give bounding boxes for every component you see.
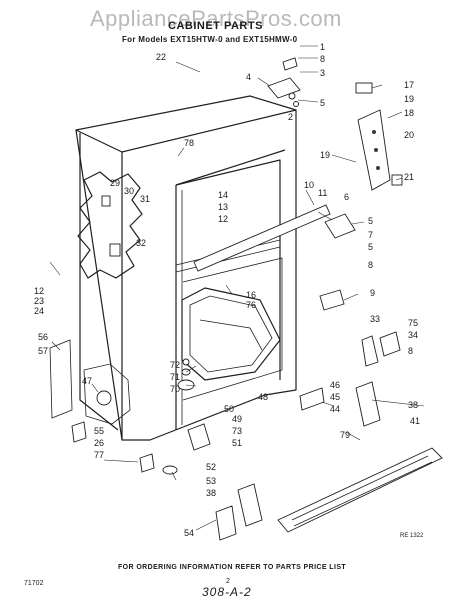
- part-code: 308-A-2: [202, 585, 252, 599]
- callout: 51: [232, 438, 242, 448]
- callout: 34: [408, 330, 418, 340]
- callout: 44: [330, 404, 340, 414]
- callout: 18: [404, 108, 414, 118]
- callout: 70: [170, 384, 180, 394]
- callout: 55: [94, 426, 104, 436]
- callout: 10: [304, 180, 314, 190]
- callout: 20: [404, 130, 414, 140]
- callout: 49: [232, 414, 242, 424]
- model-subtitle: For Models EXT15HTW-0 and EXT15HMW-0: [122, 35, 298, 44]
- callout: 9: [370, 288, 375, 298]
- callout: 31: [140, 194, 150, 204]
- callout: 5: [368, 216, 373, 226]
- side-wall-cutout: [77, 171, 143, 279]
- callout: 29: [110, 178, 120, 188]
- callout: 1: [320, 42, 325, 52]
- callout: 8: [368, 260, 373, 270]
- callout: 56: [38, 332, 48, 342]
- callout: 5: [368, 242, 373, 252]
- callout: 78: [184, 138, 194, 148]
- callout: 32: [136, 238, 146, 248]
- callout: 57: [38, 346, 48, 356]
- callout: 38: [408, 400, 418, 410]
- callout: 45: [330, 392, 340, 402]
- callout: 73: [232, 426, 242, 436]
- callout: 3: [320, 68, 325, 78]
- callout: 7: [368, 230, 373, 240]
- callout: 14: [218, 190, 228, 200]
- door-hinge-bracket: [355, 82, 403, 191]
- callout: 76: [246, 300, 256, 310]
- callout: 8: [408, 346, 413, 356]
- callout: 72: [170, 360, 180, 370]
- reference-code: RE 1322: [400, 533, 424, 539]
- callout: 5: [320, 98, 325, 108]
- ordering-note: FOR ORDERING INFORMATION REFER TO PARTS …: [118, 564, 347, 571]
- callout: 13: [218, 202, 228, 212]
- callout: 71: [170, 372, 180, 382]
- callout: 75: [408, 318, 418, 328]
- callout: 23: [34, 296, 44, 306]
- callout: 19: [320, 150, 330, 160]
- drip-tray: [181, 287, 281, 381]
- callout: 77: [94, 450, 104, 460]
- callout: 26: [94, 438, 104, 448]
- callout: 47: [82, 376, 92, 386]
- callout-labels: 1 8 3 4 5 2 22 17 19 18 20 19 21 78 29 3…: [34, 42, 420, 538]
- publication-code: 71702: [24, 580, 44, 587]
- callout: 52: [206, 462, 216, 472]
- page-number: 2: [226, 578, 230, 585]
- callout: 11: [318, 188, 327, 198]
- page-title: CABINET PARTS: [168, 20, 263, 32]
- callout: 22: [156, 52, 166, 62]
- callout: 24: [34, 306, 44, 316]
- callout: 41: [410, 416, 420, 426]
- callout: 46: [330, 380, 340, 390]
- callout: 21: [404, 172, 414, 182]
- lower-left-panel: [49, 339, 131, 425]
- callout: 48: [258, 392, 268, 402]
- callout: 33: [370, 314, 380, 324]
- callout: 4: [246, 72, 251, 82]
- mid-hinge-parts: [299, 289, 401, 411]
- callout: 17: [404, 80, 414, 90]
- leader-lines: [49, 45, 425, 531]
- shelf-rail: [193, 204, 356, 272]
- callout: 8: [320, 54, 325, 64]
- callout: 12: [218, 214, 228, 224]
- callout: 30: [124, 186, 134, 196]
- callout: 6: [344, 192, 349, 202]
- callout: 54: [184, 528, 194, 538]
- callout: 79: [340, 430, 350, 440]
- callout: 50: [224, 404, 234, 414]
- callout: 19: [404, 94, 414, 104]
- callout: 38: [206, 488, 216, 498]
- toe-grille: [277, 447, 443, 533]
- callout: 53: [206, 476, 216, 486]
- callout: 12: [34, 286, 44, 296]
- callout: 16: [246, 290, 256, 300]
- top-hinge-assembly: [267, 57, 301, 107]
- bottom-hinge-parts: [71, 358, 381, 541]
- watermark: AppliancePartsPros.com: [90, 6, 342, 31]
- callout: 2: [288, 112, 293, 122]
